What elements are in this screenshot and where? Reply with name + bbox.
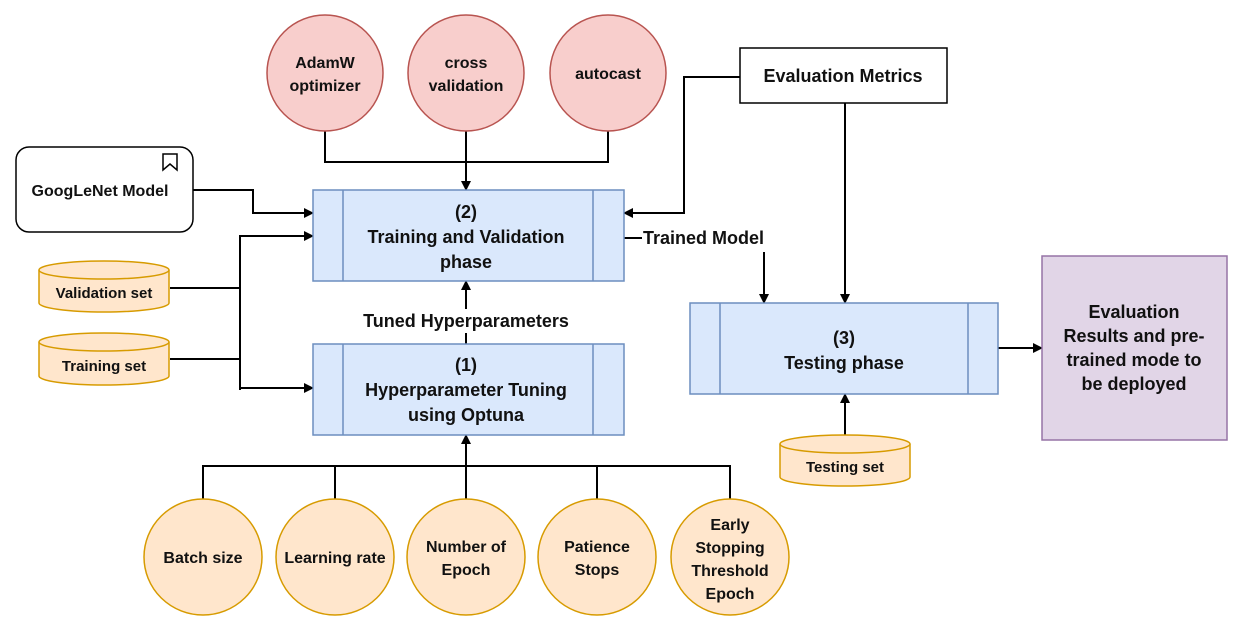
result-label-line3: trained mode to bbox=[1066, 350, 1201, 370]
result-label-line1: Evaluation bbox=[1088, 302, 1179, 322]
training-set-label: Training set bbox=[62, 358, 146, 375]
training-phase-subtitle: phase bbox=[440, 252, 492, 272]
validation-set-label: Validation set bbox=[56, 285, 153, 302]
cross-validation-node: cross validation bbox=[407, 14, 525, 132]
googlenet-model-label: GoogLeNet Model bbox=[32, 183, 169, 200]
validation-set-node: Validation set bbox=[38, 260, 170, 313]
epochs-label-line1: Number of bbox=[426, 539, 507, 556]
evaluation-metrics-label: Evaluation Metrics bbox=[763, 66, 922, 86]
learning-rate-label: Learning rate bbox=[284, 550, 385, 567]
patience-label-line1: Patience bbox=[564, 539, 630, 556]
evaluation-results-node: Evaluation Results and pre- trained mode… bbox=[1041, 255, 1228, 441]
training-validation-phase: (2) Training and Validation phase bbox=[312, 189, 625, 282]
early-stopping-label-line1: Early bbox=[710, 517, 749, 534]
result-label-line4: be deployed bbox=[1081, 374, 1186, 394]
epochs-label-line2: Epoch bbox=[442, 562, 491, 579]
testing-set-label: Testing set bbox=[806, 459, 884, 476]
model-to-training-arrow bbox=[193, 189, 314, 218]
cross-validation-label-line2: validation bbox=[429, 78, 504, 95]
tuning-phase-title: Hyperparameter Tuning bbox=[365, 380, 567, 400]
testing-phase: (3) Testing phase bbox=[689, 302, 999, 395]
connectors bbox=[170, 76, 1043, 500]
trained-model-label: Trained Model bbox=[643, 228, 764, 248]
hyperparameter-tuning-phase: (1) Hyperparameter Tuning using Optuna bbox=[312, 343, 625, 436]
learning-rate-node: Learning rate bbox=[275, 498, 395, 616]
bookmark-icon bbox=[162, 153, 178, 172]
evaluation-metrics-node: Evaluation Metrics bbox=[739, 47, 948, 104]
googlenet-model-node: GoogLeNet Model bbox=[15, 146, 194, 233]
cross-validation-label-line1: cross bbox=[445, 55, 488, 72]
autocast-node: autocast bbox=[549, 14, 667, 132]
training-phase-title: Training and Validation bbox=[367, 227, 564, 247]
patience-label-line2: Stops bbox=[575, 562, 620, 579]
datasets-to-training-arrow bbox=[239, 231, 314, 390]
result-label-line2: Results and pre- bbox=[1063, 326, 1204, 346]
testing-phase-number: (3) bbox=[833, 328, 855, 348]
adamw-label-line2: optimizer bbox=[289, 78, 360, 95]
tuned-hyperparameters-bg bbox=[345, 309, 585, 333]
early-stopping-label-line2: Stopping bbox=[695, 540, 764, 557]
training-set-node: Training set bbox=[38, 332, 170, 386]
batch-size-label: Batch size bbox=[163, 550, 242, 567]
tuning-phase-subtitle: using Optuna bbox=[408, 405, 525, 425]
testing-set-node: Testing set bbox=[779, 434, 911, 487]
early-stopping-label-line4: Epoch bbox=[706, 586, 755, 603]
early-stopping-label-line3: Threshold bbox=[691, 563, 768, 580]
tuned-hyperparameters-label: Tuned Hyperparameters bbox=[363, 311, 569, 331]
testing-phase-title: Testing phase bbox=[784, 353, 904, 373]
training-phase-number: (2) bbox=[455, 202, 477, 222]
adamw-label-line1: AdamW bbox=[295, 55, 355, 72]
early-stopping-node: Early Stopping Threshold Epoch bbox=[670, 498, 790, 616]
autocast-label: autocast bbox=[575, 66, 641, 83]
batch-size-node: Batch size bbox=[143, 498, 263, 616]
metrics-to-training-arrow bbox=[623, 76, 740, 218]
patience-stops-node: Patience Stops bbox=[537, 498, 657, 616]
adamw-optimizer-node: AdamW optimizer bbox=[266, 14, 384, 132]
number-of-epoch-node: Number of Epoch bbox=[406, 498, 526, 616]
tuning-phase-number: (1) bbox=[455, 355, 477, 375]
